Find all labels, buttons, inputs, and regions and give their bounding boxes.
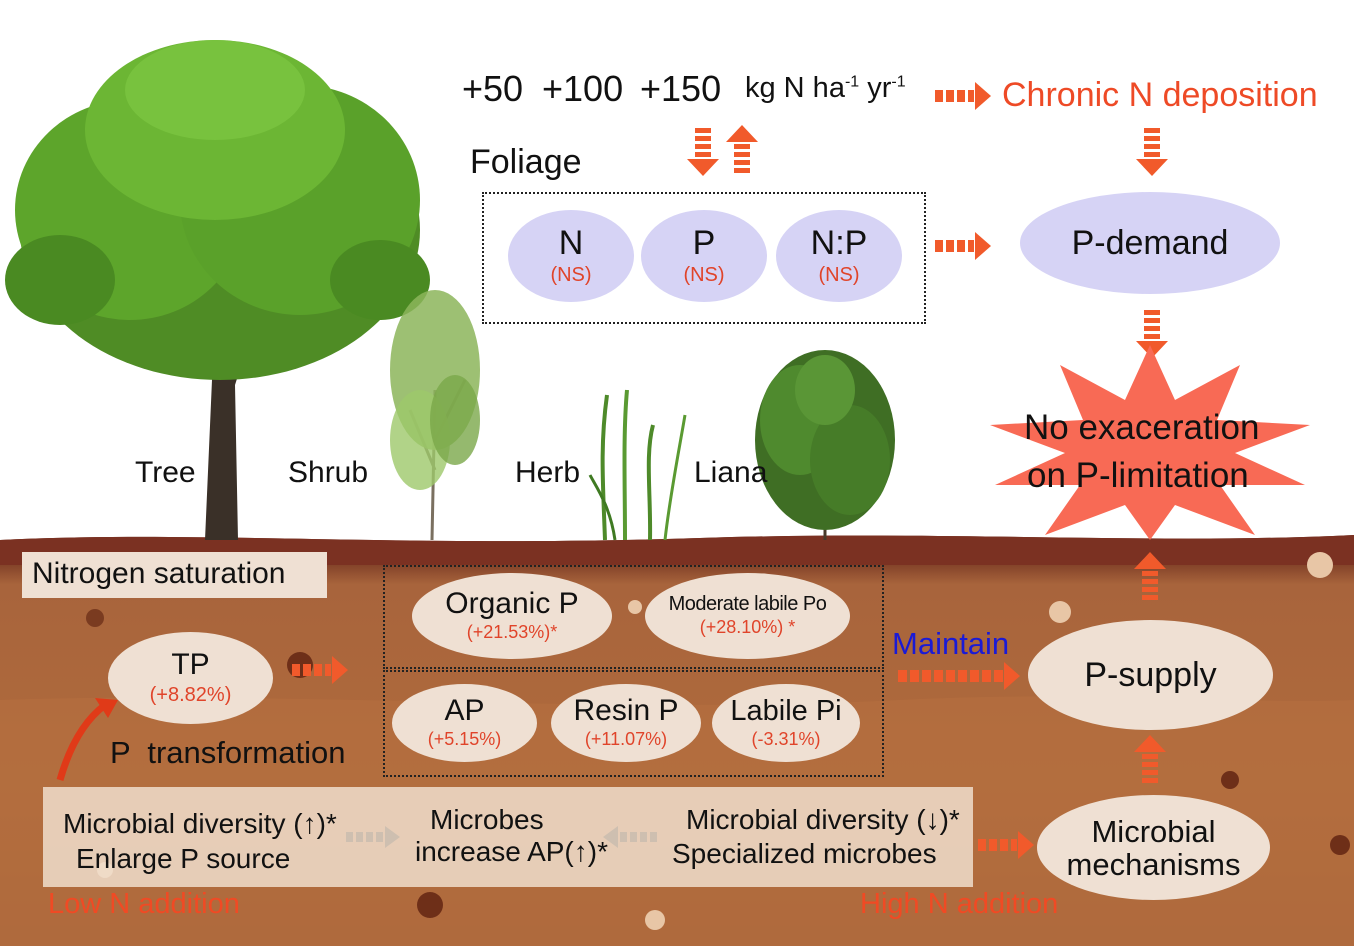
- microbial-mech-line2: mechanisms: [1066, 846, 1241, 882]
- p-supply-ellipse: P-supply: [1028, 620, 1273, 730]
- high-box-line2: Specialized microbes: [672, 838, 937, 869]
- ap-label: AP: [444, 694, 485, 728]
- tp-value: (+8.82%): [149, 684, 232, 706]
- chronic-n-deposition: Chronic N deposition: [1002, 76, 1318, 114]
- high-n-addition: High N addition: [860, 888, 1059, 920]
- starburst-shape: [990, 345, 1310, 540]
- foliage-np-sig: (NS): [818, 264, 860, 286]
- inorganic-p-box: [383, 670, 884, 777]
- low-box-line1: Microbial diversity (↑)*: [63, 808, 337, 839]
- tree-label: Tree: [135, 456, 196, 489]
- foliage-np-label: N:P: [810, 224, 868, 262]
- maintain-label: Maintain: [892, 626, 1010, 661]
- organic-p-value: (+21.53%)*: [466, 622, 558, 643]
- p-transformation-label: P transformation: [110, 735, 346, 770]
- labile-pi-value: (-3.31%): [751, 728, 821, 749]
- dose-150: +150: [640, 68, 722, 109]
- mid-box-line2: increase AP(↑)*: [415, 836, 608, 867]
- liana-illustration: [755, 350, 895, 540]
- low-n-addition: Low N addition: [48, 888, 240, 920]
- p-supply-label: P-supply: [1084, 656, 1217, 694]
- moderate-labile-label: Moderate labile Po: [668, 593, 827, 616]
- nitrogen-saturation-box: [22, 552, 327, 598]
- result-line1: No exaceration: [1024, 408, 1260, 447]
- nitrogen-saturation-label: Nitrogen saturation: [32, 557, 286, 590]
- tp-label: TP: [171, 648, 210, 681]
- result-line2: on P-limitation: [1027, 456, 1249, 495]
- organic-p-box: [383, 565, 884, 669]
- liana-label: Liana: [694, 456, 768, 489]
- foliage-p-ellipse: P (NS): [641, 210, 767, 302]
- herb-illustration: [588, 389, 687, 541]
- foliage-n-ellipse: N (NS): [508, 210, 634, 302]
- mid-box-line1: Microbes: [430, 804, 544, 835]
- tp-ellipse: TP (+8.82%): [108, 632, 273, 724]
- microbe-panel: [43, 787, 973, 887]
- organic-p-ellipse: Organic P (+21.53%)*: [412, 573, 612, 659]
- foliage-n-sig: (NS): [550, 264, 592, 286]
- shrub-illustration: [390, 290, 480, 541]
- ap-value: (+5.15%): [427, 729, 502, 750]
- labile-pi-label: Labile Pi: [730, 694, 842, 727]
- foliage-p-sig: (NS): [683, 264, 725, 286]
- microbial-mechanisms-ellipse: Microbial mechanisms: [1037, 795, 1270, 900]
- microbial-mech-line1: Microbial: [1091, 813, 1216, 849]
- resin-p-label: Resin P: [573, 694, 679, 728]
- organic-p-label: Organic P: [445, 587, 579, 621]
- dose-unit: kg N ha-1 yr-1: [745, 72, 906, 104]
- low-box-line2: Enlarge P source: [76, 843, 291, 874]
- resin-p-ellipse: Resin P (+11.07%): [551, 684, 701, 762]
- p-demand-ellipse: P-demand: [1020, 192, 1280, 294]
- ap-ellipse: AP (+5.15%): [392, 684, 537, 762]
- p-demand-label: P-demand: [1071, 224, 1229, 262]
- herb-label: Herb: [515, 456, 581, 489]
- resin-p-value: (+11.07%): [584, 729, 668, 750]
- foliage-p-label: P: [692, 224, 716, 262]
- tree-illustration: [5, 40, 430, 540]
- dose-50: +50: [462, 68, 524, 109]
- moderate-labile-value: (+28.10%) *: [699, 617, 796, 638]
- moderate-labile-ellipse: Moderate labile Po (+28.10%) *: [645, 573, 850, 659]
- foliage-box: [482, 192, 926, 324]
- high-box-line1: Microbial diversity (↓)*: [686, 804, 960, 835]
- dose-100: +100: [542, 68, 624, 109]
- labile-pi-ellipse: Labile Pi (-3.31%): [712, 684, 860, 762]
- foliage-n-label: N: [558, 224, 584, 262]
- shrub-label: Shrub: [288, 456, 369, 489]
- foliage-np-ellipse: N:P (NS): [776, 210, 902, 302]
- foliage-title: Foliage: [470, 143, 582, 181]
